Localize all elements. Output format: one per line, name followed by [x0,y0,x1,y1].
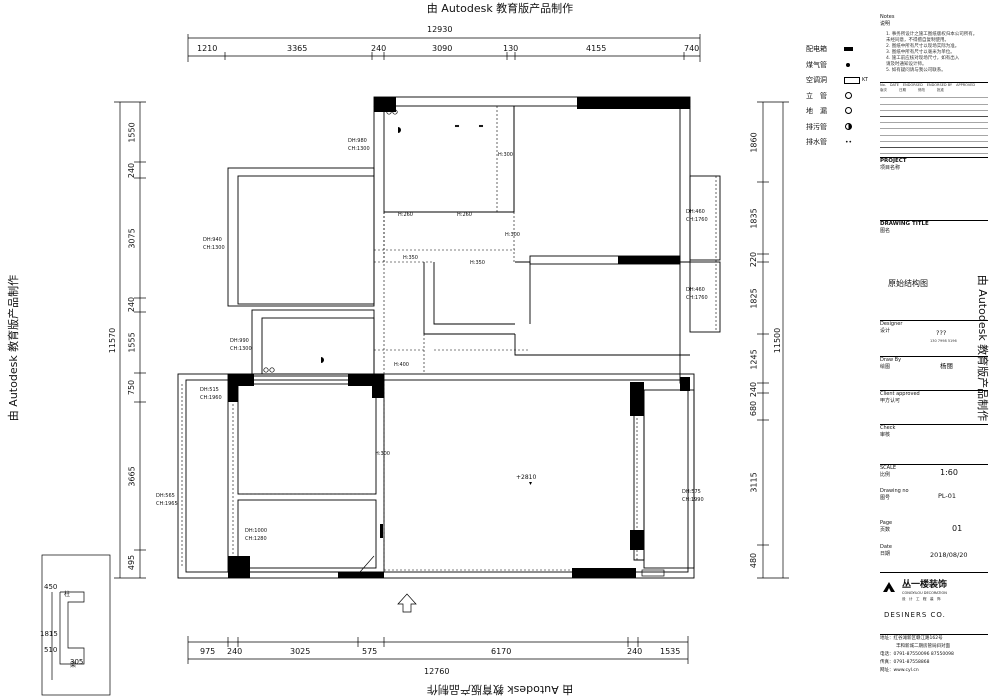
bottom-dim-6: 240 [627,647,643,656]
bottom-dim-3: 3025 [290,647,311,656]
left-dim-3: 3075 [127,228,137,249]
watermark-top: 由 Autodesk 教育版产品制作 [426,2,574,15]
legend-item: 排水管•• [806,138,853,146]
bottom-dim-1: 975 [200,647,216,656]
legend-item: 配电箱 [806,42,853,58]
revision-headers: No. DATE ENDORSED ENDORSED BY APPROVED [880,83,976,87]
left-dim-6: 750 [127,379,137,396]
bottom-dim-7: 1535 [660,647,681,656]
right-dim-5: 1245 [749,349,759,370]
beam-label: H:300 [375,451,390,457]
inset-dim-3: 510 [44,646,58,654]
top-dim-6: 4155 [586,44,607,53]
right-dim-3: 220 [749,251,759,268]
bottom-dim-4: 575 [362,647,378,656]
legend-item: 排污管 [806,120,852,136]
beam-label: H:300 [505,232,520,238]
legend-item: 地 漏 [806,104,852,120]
right-dim-4: 1825 [749,288,759,309]
top-dim-3: 240 [371,44,387,53]
dot-symbol-icon [846,62,850,67]
right-dim-2: 1835 [749,208,759,229]
beam-label: H:350 [470,260,485,266]
walls [177,96,721,579]
right-dim-7: 680 [749,400,759,417]
elevation-mark: +2810 [516,474,537,481]
left-dim-4: 240 [127,296,137,313]
inset-dim-4: 305 [70,658,84,666]
beam-label: H:350 [403,255,418,261]
beams [181,106,717,571]
left-dim-5: 1555 [127,332,137,353]
drawing-title: 原始结构图 [888,279,928,288]
revision-grid [880,92,988,159]
top-dim-4: 3090 [432,44,453,53]
right-dim-6: 240 [749,381,759,398]
inset-label-2: 梁 [70,662,77,669]
beam-label: H:260 [457,212,472,218]
beam-label: H:300 [498,152,513,158]
inset-detail [41,554,111,696]
bottom-dim-2: 240 [227,647,243,656]
inset-dim-1: 450 [44,583,58,591]
inset-dim-2: 1815 [40,630,58,638]
title-block: Notes 说明 1. 事务所设计之施工图纸版权归本公司所有。 未经同意，不得擅… [880,14,988,694]
beam-label: H:400 [394,362,409,368]
fixtures [263,109,665,613]
bottom-dim-5: 6170 [491,647,512,656]
double-dot-symbol-icon: •• [845,139,853,146]
right-dim-8: 3115 [749,472,759,493]
top-dim-5: 130 [503,44,519,53]
legend-item: 立 管 [806,89,852,105]
left-dim-1: 1550 [127,122,137,143]
top-dim-2: 3365 [287,44,308,53]
company-logo: 丛一楼装饰 CONGYILOU DECORATION 设 计 工 程 装 饰 D… [880,572,988,619]
right-dim-9: 480 [749,552,759,569]
left-dim-total: 11570 [108,327,118,354]
legend-item: 煤气管 [806,58,850,74]
inset-label-1: 柱 [64,591,71,598]
box-symbol-icon [844,47,853,51]
notes-lines: 1. 事务所设计之施工图纸版权归本公司所有。 未经同意，不得擅自复制使用。 2.… [886,31,978,73]
right-dim-1: 1860 [749,132,759,153]
top-dim-total: 12930 [427,25,453,34]
left-dim-8: 495 [127,554,137,571]
logo-mark-icon [882,581,896,593]
top-dim-7: 740 [684,44,700,53]
target-symbol-icon [845,107,852,114]
top-dim-1: 1210 [197,44,218,53]
left-dim-2: 240 [127,162,137,179]
beam-label: H:260 [398,212,413,218]
circle-symbol-icon [845,91,852,99]
columns [228,97,690,578]
rect-symbol-icon [844,77,860,84]
bottom-dim-total: 12760 [424,667,450,676]
half-circle-symbol-icon [845,122,852,130]
company-contact: 地址：红谷滩新区赣江路162号 丰和新城二期房管局斜对面 电话：0791-875… [880,634,988,675]
left-dim-7: 3665 [127,466,137,487]
right-dim-total: 11500 [773,327,783,354]
